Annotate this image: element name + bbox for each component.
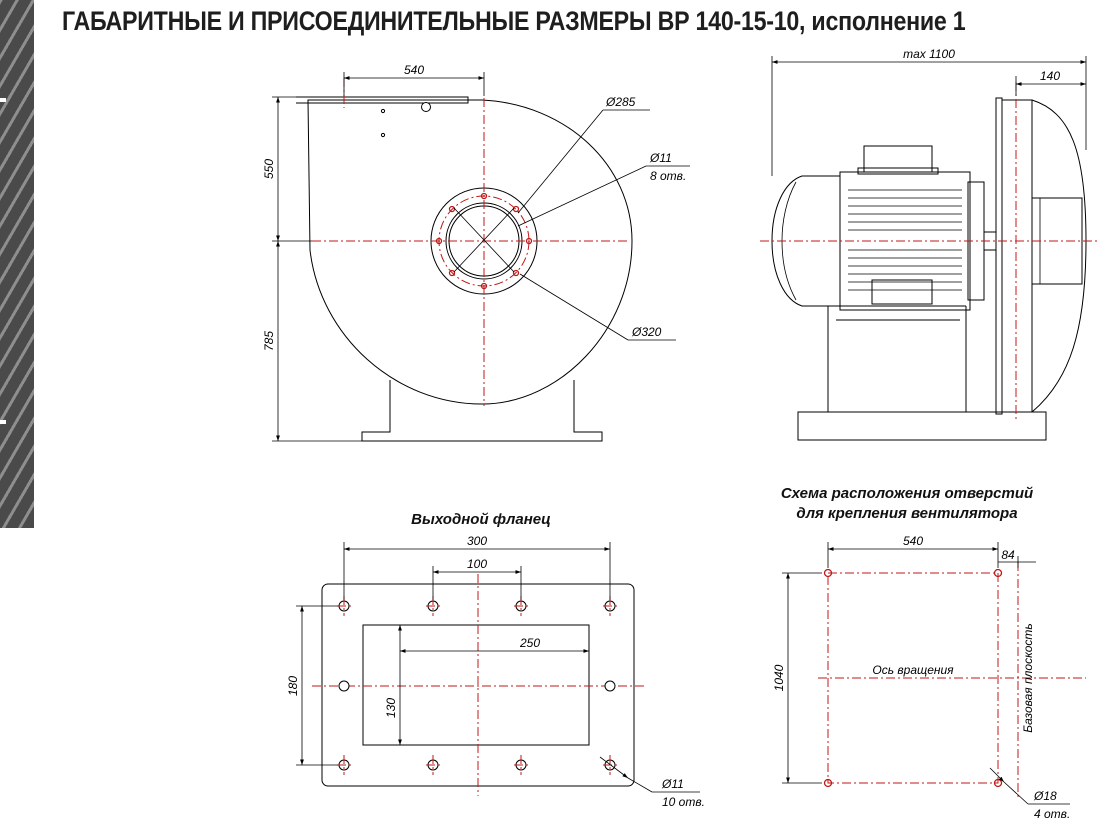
- dim-300-label: 300: [467, 534, 487, 548]
- leader-18: [989, 767, 1005, 783]
- mounting-caption-line1: Схема расположения отверстий: [781, 485, 1033, 502]
- side-view: max 1100 140: [760, 47, 1098, 441]
- base-plane-label: Базовая плоскость: [1021, 623, 1035, 732]
- decorative-stripe-band: [0, 0, 34, 528]
- holes-4-label: 4 отв.: [1034, 807, 1070, 821]
- mounting-scheme-view: Схема расположения отверстий для креплен…: [772, 485, 1086, 821]
- dim-180-label: 180: [286, 676, 300, 696]
- dim-785-label: 785: [262, 331, 276, 351]
- housing-side-wall: [1001, 99, 1033, 413]
- leader-18: [1003, 781, 1029, 805]
- dim-250-label: 250: [519, 636, 540, 650]
- terminal-box: [863, 145, 933, 173]
- small-hole: [380, 132, 386, 138]
- bolt-hole: [512, 205, 520, 213]
- stripe-tick: [0, 98, 6, 102]
- mounting-hole-rectangle: [827, 572, 999, 784]
- mounting-hole: [823, 778, 833, 788]
- dim-540-label: 540: [404, 63, 424, 77]
- leader-11: [599, 756, 629, 779]
- dim-550-label: 550: [262, 159, 276, 179]
- mounting-caption-line2: для крепления вентилятора: [796, 505, 1017, 522]
- holes-8-label: 8 отв.: [650, 169, 686, 183]
- mounting-hole: [993, 568, 1003, 578]
- dim-540-label: 540: [903, 534, 923, 548]
- rotation-axis-label: Ось вращения: [872, 663, 954, 677]
- motor-pedestal: [827, 305, 967, 412]
- dia-18-label: Ø18: [1033, 789, 1057, 803]
- small-hole: [380, 108, 386, 114]
- holes-10-label: 10 отв.: [662, 795, 705, 809]
- dia-11-label: Ø11: [661, 777, 684, 791]
- volute-housing-outline: [307, 99, 633, 405]
- mounting-hole: [993, 778, 1003, 788]
- leader-11: [627, 777, 653, 793]
- mounting-hole: [823, 568, 833, 578]
- dim-1040-label: 1040: [772, 664, 786, 691]
- outlet-flange-view: Выходной фланец: [286, 511, 705, 809]
- bolt-hole: [604, 680, 616, 692]
- outlet-flange-top: [296, 96, 469, 104]
- bolt-hole: [525, 237, 533, 245]
- dim-max-label: max 1100: [903, 47, 955, 61]
- cooling-fins: [848, 189, 962, 291]
- outlet-flange-caption: Выходной фланец: [411, 511, 551, 528]
- diagonal-mark: [453, 207, 515, 273]
- dim-140-label: 140: [1040, 69, 1060, 83]
- stripe-tick: [0, 420, 6, 424]
- dia-285-label: Ø285: [605, 95, 636, 109]
- leader-285: [517, 109, 604, 214]
- leader-11: [517, 165, 647, 227]
- support-leg-right: [564, 380, 603, 442]
- bolt-hole: [448, 269, 456, 277]
- front-view: 540 550 785 Ø285 Ø11 8 отв. Ø320: [262, 63, 690, 442]
- dia-320-label: Ø320: [631, 325, 662, 339]
- mounting-holes: [823, 568, 1003, 788]
- motor-feet: [871, 279, 933, 305]
- bolt-hole: [480, 192, 488, 200]
- support-leg-left: [361, 380, 400, 442]
- base-plate: [797, 411, 1047, 441]
- housing-back-plate: [995, 97, 1003, 415]
- dim-100-label: 100: [467, 557, 487, 571]
- bolt-hole: [338, 680, 350, 692]
- dim-84-label: 84: [1001, 548, 1015, 562]
- terminal-box-base: [857, 167, 939, 175]
- bolt-hole: [512, 269, 520, 277]
- dia-11-label: Ø11: [649, 151, 672, 165]
- drain-hole: [421, 102, 431, 112]
- dim-130-label: 130: [384, 698, 398, 718]
- leader-320: [519, 273, 629, 341]
- flange-opening: [362, 624, 590, 746]
- page-title: ГАБАРИТНЫЕ И ПРИСОЕДИНИТЕЛЬНЫЕ РАЗМЕРЫ В…: [62, 6, 966, 36]
